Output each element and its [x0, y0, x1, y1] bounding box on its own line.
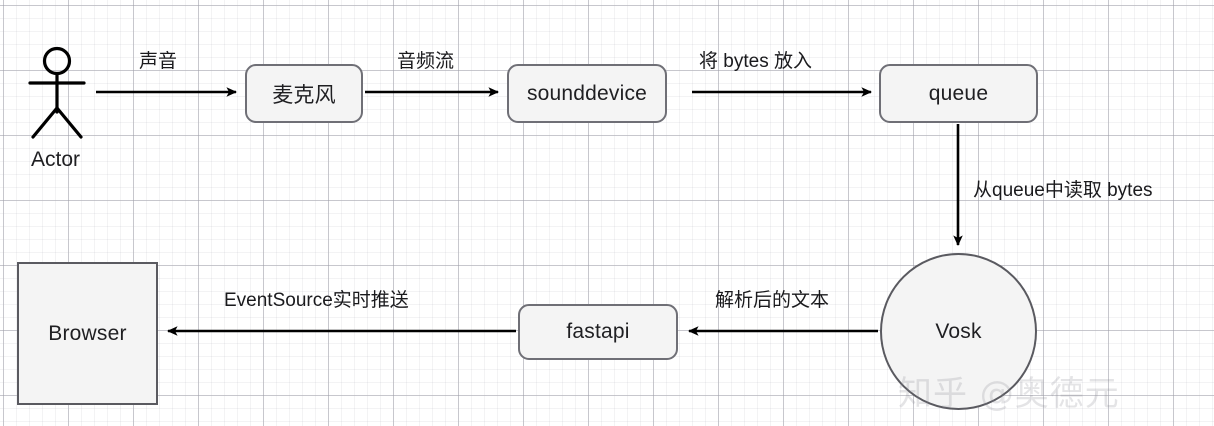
edge-label-queue-to-vosk: 从queue中读取 bytes [973, 180, 1153, 201]
node-vosk-label: Vosk [935, 319, 982, 343]
edge-label-vosk-to-fastapi: 解析后的文本 [715, 290, 830, 311]
edge-label-sounddevice-to-queue: 将 bytes 放入 [699, 51, 812, 72]
edge-label-microphone-to-sounddevice: 音频流 [397, 51, 455, 72]
watermark: 知乎 @奥德元 [898, 374, 1120, 414]
node-browser-label: Browser [48, 321, 127, 345]
node-browser[interactable]: Browser [17, 262, 158, 405]
actor-label: Actor [31, 148, 81, 171]
node-vosk[interactable]: Vosk [880, 253, 1037, 410]
node-fastapi-label: fastapi [566, 320, 630, 343]
node-microphone-label: 麦克风 [272, 83, 336, 107]
node-queue-label: queue [928, 81, 989, 105]
node-sounddevice[interactable]: sounddevice [507, 64, 667, 123]
node-sounddevice-label: sounddevice [526, 81, 648, 105]
edge-label-actor-to-microphone: 声音 [139, 51, 178, 72]
node-microphone[interactable]: 麦克风 [245, 64, 363, 123]
node-fastapi[interactable]: fastapi [518, 304, 678, 360]
edge-label-fastapi-to-browser: EventSource实时推送 [224, 290, 409, 311]
node-queue[interactable]: queue [879, 64, 1038, 123]
